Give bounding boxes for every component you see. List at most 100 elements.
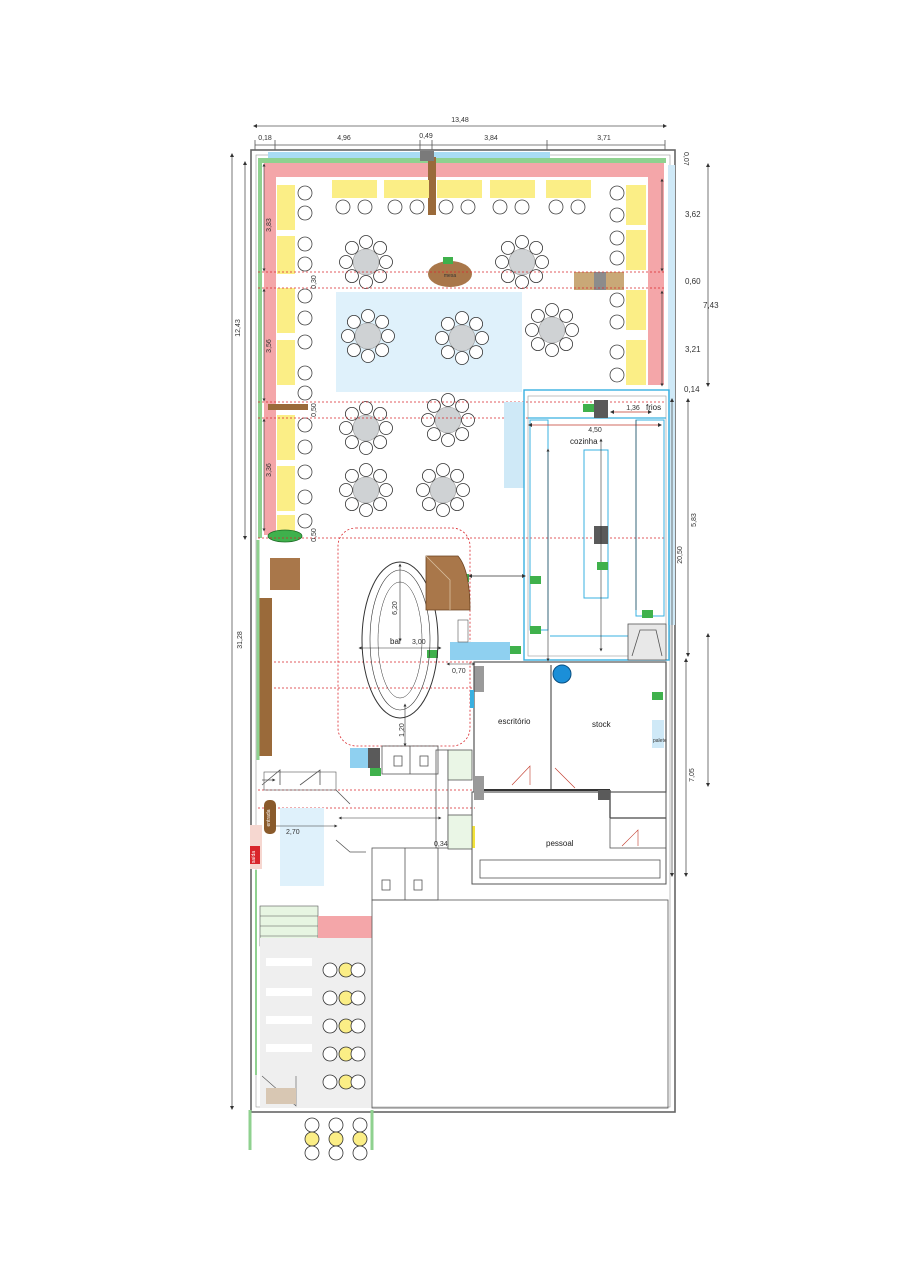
left-booths bbox=[277, 185, 295, 533]
top-dimensions: 13,48 0,18 4,96 0,49 3,84 3,71 0,07 bbox=[253, 117, 689, 166]
round-table-4 bbox=[435, 311, 489, 365]
dim-right-2: 0,60 bbox=[685, 277, 701, 286]
outside-table-2 bbox=[328, 1117, 344, 1161]
round-table-5 bbox=[525, 303, 579, 357]
terrace-tables bbox=[304, 962, 368, 1161]
dim-left-f: 0,50 bbox=[311, 528, 318, 542]
room-staff: pessoal bbox=[546, 839, 574, 848]
dim-034: 0,34 bbox=[434, 841, 448, 848]
room-stock: stock bbox=[592, 720, 612, 729]
dim-right-lower-c: 7,05 bbox=[689, 768, 696, 782]
left-chair-block bbox=[270, 558, 300, 590]
terrace-table-1 bbox=[322, 962, 366, 978]
stock-shelf-label: palete bbox=[653, 738, 667, 744]
terrace-table-4 bbox=[322, 1046, 366, 1062]
dim-top-small: 0,07 bbox=[682, 152, 689, 166]
dim-bar-width: 3,00 bbox=[412, 639, 426, 646]
left-dimensions: 31,28 12,43 3,83 0,30 3,56 0,50 3,36 0,5… bbox=[230, 153, 318, 1110]
terrace-table-2 bbox=[322, 990, 366, 1006]
outside-table-3 bbox=[352, 1117, 368, 1161]
equipment-tag-8 bbox=[427, 650, 438, 658]
dim-left-c: 3,56 bbox=[266, 339, 273, 353]
top-chairs bbox=[297, 185, 625, 215]
equipment-tag-4 bbox=[597, 562, 608, 570]
entry-passage bbox=[263, 771, 337, 791]
right-window-strip bbox=[668, 165, 675, 625]
terrace-table-5 bbox=[322, 1074, 366, 1090]
exit-sign bbox=[250, 846, 260, 864]
room-bar: bar bbox=[390, 637, 402, 646]
dim-right-1: 3,62 bbox=[685, 210, 701, 219]
green-edge-top bbox=[258, 158, 666, 163]
top-booth-row bbox=[332, 180, 591, 198]
top-window-strip bbox=[268, 152, 550, 158]
right-chairs bbox=[609, 207, 625, 383]
left-separator-bar bbox=[268, 404, 308, 410]
room-frios: frios bbox=[646, 403, 661, 412]
terrace bbox=[248, 870, 669, 1150]
back-rooms: palete escritório stock pessoal bbox=[470, 661, 667, 885]
dim-top-total: 13,48 bbox=[451, 117, 469, 124]
room-office: escritório bbox=[498, 717, 531, 726]
dim-kitchen: 4,50 bbox=[588, 427, 602, 434]
dim-bar-lower: 1,20 bbox=[399, 723, 406, 737]
right-booths bbox=[626, 185, 646, 385]
outside-table-1 bbox=[304, 1117, 320, 1161]
dim-left-d: 0,50 bbox=[311, 403, 318, 417]
dim-right-lower-b: 20,50 bbox=[677, 546, 684, 564]
dim-right-3: 3,21 bbox=[685, 345, 701, 354]
top-column bbox=[420, 151, 434, 161]
equipment-tag-1 bbox=[583, 404, 594, 412]
dim-top-seg-3: 0,49 bbox=[419, 133, 433, 140]
dim-left-upper: 12,43 bbox=[235, 319, 242, 337]
round-table-7 bbox=[421, 393, 475, 447]
round-table-1 bbox=[339, 235, 393, 289]
dim-top-seg-4: 3,84 bbox=[484, 135, 498, 142]
dim-right-group: 7,43 bbox=[703, 301, 719, 310]
room-kitchen: cozinha bbox=[570, 437, 598, 446]
round-table-8 bbox=[339, 463, 393, 517]
equipment-tag-10 bbox=[370, 768, 381, 776]
oval-table-tag bbox=[443, 257, 453, 264]
brown-sign-upper-label: entrada bbox=[266, 809, 272, 826]
bar-area: 6,20 bar 3,00 1,20 0,70 bbox=[337, 527, 526, 768]
restrooms bbox=[261, 745, 473, 901]
dim-left-b: 0,30 bbox=[311, 275, 318, 289]
left-chairs bbox=[297, 205, 313, 529]
dim-top-seg-5: 3,71 bbox=[597, 135, 611, 142]
right-dimensions: 3,62 0,60 3,21 0,14 7,43 5,83 20,50 7,05 bbox=[660, 163, 719, 877]
dim-right-lower-a: 5,83 bbox=[691, 513, 698, 527]
round-table-9 bbox=[416, 463, 470, 517]
round-table-3 bbox=[341, 309, 395, 363]
oval-table-label: mesa bbox=[444, 273, 456, 279]
oval-table bbox=[428, 261, 472, 287]
exit-sign-label: saída bbox=[251, 851, 257, 863]
kitchen-area: 4,50 cozinha 1,36 frios bbox=[504, 389, 670, 662]
dim-entrance: 2,70 bbox=[286, 829, 300, 836]
equipment-tag-9 bbox=[652, 692, 663, 700]
entrance-light-zone bbox=[280, 808, 324, 886]
top-pillar bbox=[428, 157, 436, 215]
equipment-tag-3 bbox=[530, 576, 541, 584]
dim-070: 0,70 bbox=[452, 668, 466, 675]
pink-banquette bbox=[264, 163, 664, 535]
terrace-table-3 bbox=[322, 1018, 366, 1034]
left-long-bench bbox=[258, 598, 272, 756]
dim-left-e: 3,36 bbox=[266, 463, 273, 477]
green-edge-left bbox=[258, 158, 262, 538]
dim-top-seg-1: 0,18 bbox=[258, 135, 272, 142]
equipment-tag-7 bbox=[530, 626, 541, 634]
dim-frios: 1,36 bbox=[626, 405, 640, 412]
dim-left-total: 31,28 bbox=[237, 631, 244, 649]
dim-left-a: 3,83 bbox=[266, 218, 273, 232]
dim-bar-height: 6,20 bbox=[392, 601, 399, 615]
green-oval-plant bbox=[267, 529, 303, 543]
brown-sign-upper bbox=[264, 800, 276, 834]
equipment-tag-5 bbox=[642, 610, 653, 618]
equipment-tag-6 bbox=[510, 646, 521, 654]
round-table-6 bbox=[339, 401, 393, 455]
dim-top-seg-2: 4,96 bbox=[337, 135, 351, 142]
right-side-column bbox=[594, 272, 606, 290]
round-tables bbox=[339, 235, 579, 517]
